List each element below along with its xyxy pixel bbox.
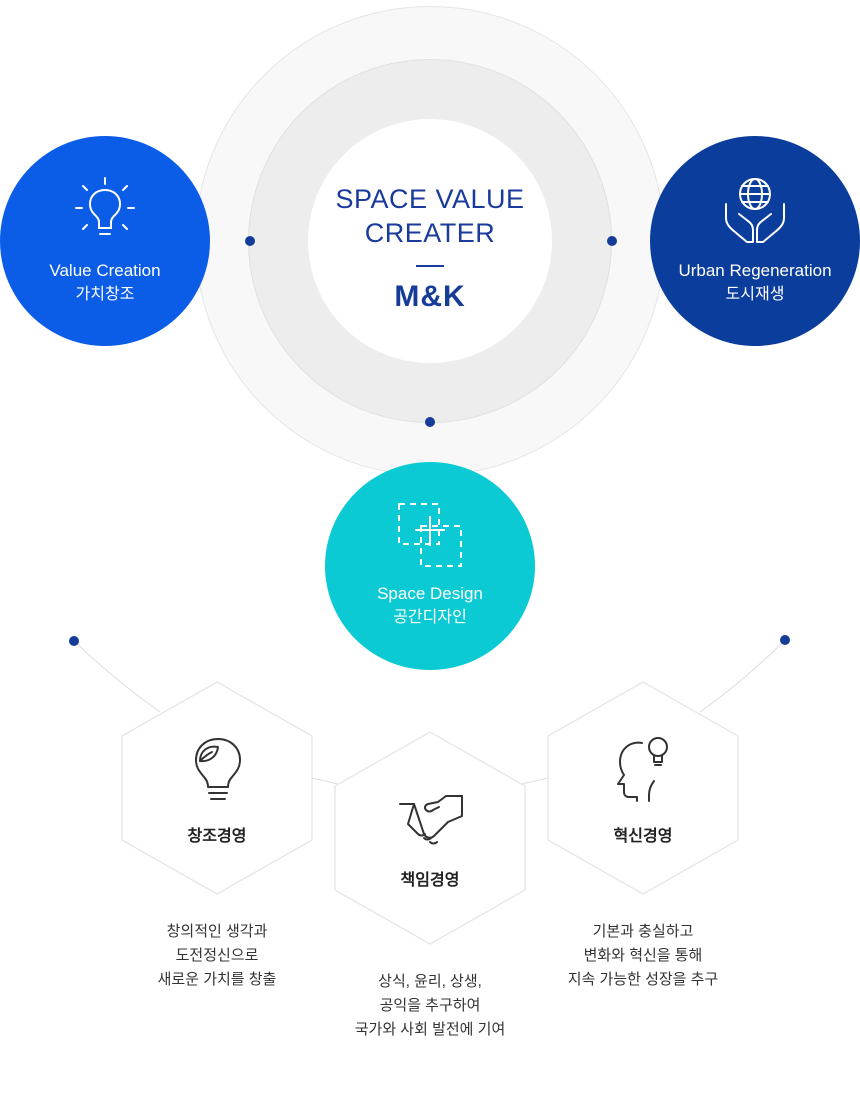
leaf-bulb-icon xyxy=(195,738,241,800)
desc-line: 새로운 가치를 창출 xyxy=(157,971,277,988)
desc-line: 지속 가능한 성장을 추구 xyxy=(567,971,719,988)
connector-hex-2-3 xyxy=(521,777,549,785)
hex-title-innovative: 혁신경영 xyxy=(613,828,673,845)
desc-line: 도전정신으로 xyxy=(175,947,259,964)
desc-line: 창의적인 생각과 xyxy=(166,923,268,940)
desc-innovative: 기본과 충실하고 변화와 혁신을 통해 지속 가능한 성장을 추구 xyxy=(526,920,760,992)
desc-line: 변화와 혁신을 통해 xyxy=(583,947,703,964)
value-creation-badge: Value Creation 가치창조 xyxy=(0,136,210,346)
core-title-line1: SPACE VALUE xyxy=(335,184,525,214)
arc-dot-right xyxy=(780,635,790,645)
core-title: SPACE VALUE CREATER xyxy=(308,182,552,250)
hex-title-creative: 창조경영 xyxy=(187,828,247,845)
ring-dot-left xyxy=(245,236,255,246)
value-creation-sub: 가치창조 xyxy=(75,286,135,303)
desc-creative: 창의적인 생각과 도전정신으로 새로운 가치를 창출 xyxy=(100,920,334,992)
urban-regeneration-sub: 도시재생 xyxy=(725,286,785,303)
ring-dot-right xyxy=(607,236,617,246)
connector-hex-1-2 xyxy=(311,777,339,785)
space-design-badge: Space Design 공간디자인 xyxy=(325,462,535,670)
ring-dot-bottom xyxy=(425,417,435,427)
connector-arc-right xyxy=(699,639,786,713)
arc-dot-left xyxy=(69,636,79,646)
urban-regeneration-badge: Urban Regeneration 도시재생 xyxy=(650,136,860,346)
dashed-squares-icon xyxy=(398,503,462,567)
lightbulb-icon xyxy=(75,177,135,235)
desc-line: 기본과 충실하고 xyxy=(592,923,694,940)
value-creation-label: Value Creation xyxy=(49,261,161,280)
globe-hands-icon xyxy=(725,178,785,243)
space-design-sub: 공간디자인 xyxy=(393,609,467,626)
inner-circle xyxy=(308,119,552,363)
desc-line: 공익을 추구하여 xyxy=(379,997,481,1014)
desc-line: 상식, 윤리, 상생, xyxy=(378,973,482,990)
brand-name: M&K xyxy=(394,280,466,313)
space-design-label: Space Design xyxy=(377,584,483,603)
head-idea-icon xyxy=(617,737,668,802)
connector-arc-left xyxy=(73,640,161,713)
hexagon-innovative xyxy=(547,681,739,895)
core-divider xyxy=(416,265,444,267)
urban-regeneration-label: Urban Regeneration xyxy=(678,261,832,280)
handshake-icon xyxy=(399,795,463,845)
desc-responsible: 상식, 윤리, 상생, 공익을 추구하여 국가와 사회 발전에 기여 xyxy=(313,970,547,1042)
core-title-line2: CREATER xyxy=(364,218,496,248)
desc-line: 국가와 사회 발전에 기여 xyxy=(354,1021,506,1038)
hex-title-responsible: 책임경영 xyxy=(400,872,460,889)
